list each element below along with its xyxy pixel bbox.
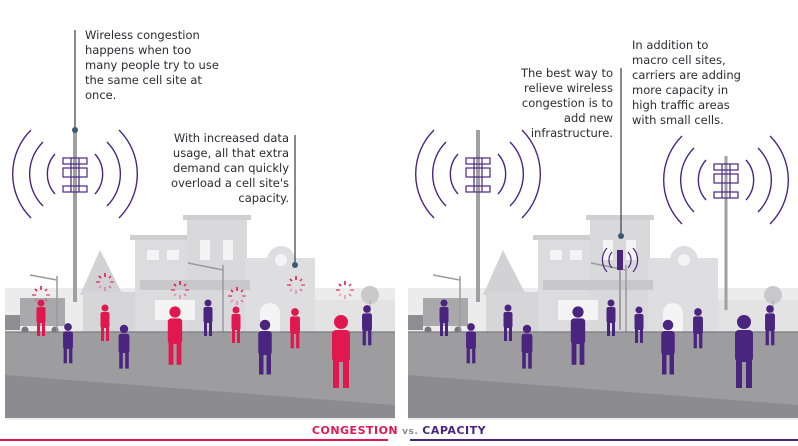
- callout-lines: [72, 30, 624, 268]
- congestion-note-side: With increased data usage, all that extr…: [171, 131, 289, 205]
- capacity-note-right: In addition to macro cell sites, carrier…: [632, 38, 741, 127]
- capacity-scene: [407, 119, 798, 421]
- caption-congestion: CONGESTION: [311, 424, 399, 437]
- caption-vs: vs.: [402, 427, 419, 437]
- capacity-note-left: The best way to relieve wireless congest…: [520, 66, 613, 140]
- small-cell-icon: [601, 247, 639, 330]
- caption-capacity: CAPACITY: [422, 424, 487, 437]
- congestion-note-top: Wireless congestion happens when too man…: [85, 28, 219, 102]
- congestion-scene: [4, 119, 396, 421]
